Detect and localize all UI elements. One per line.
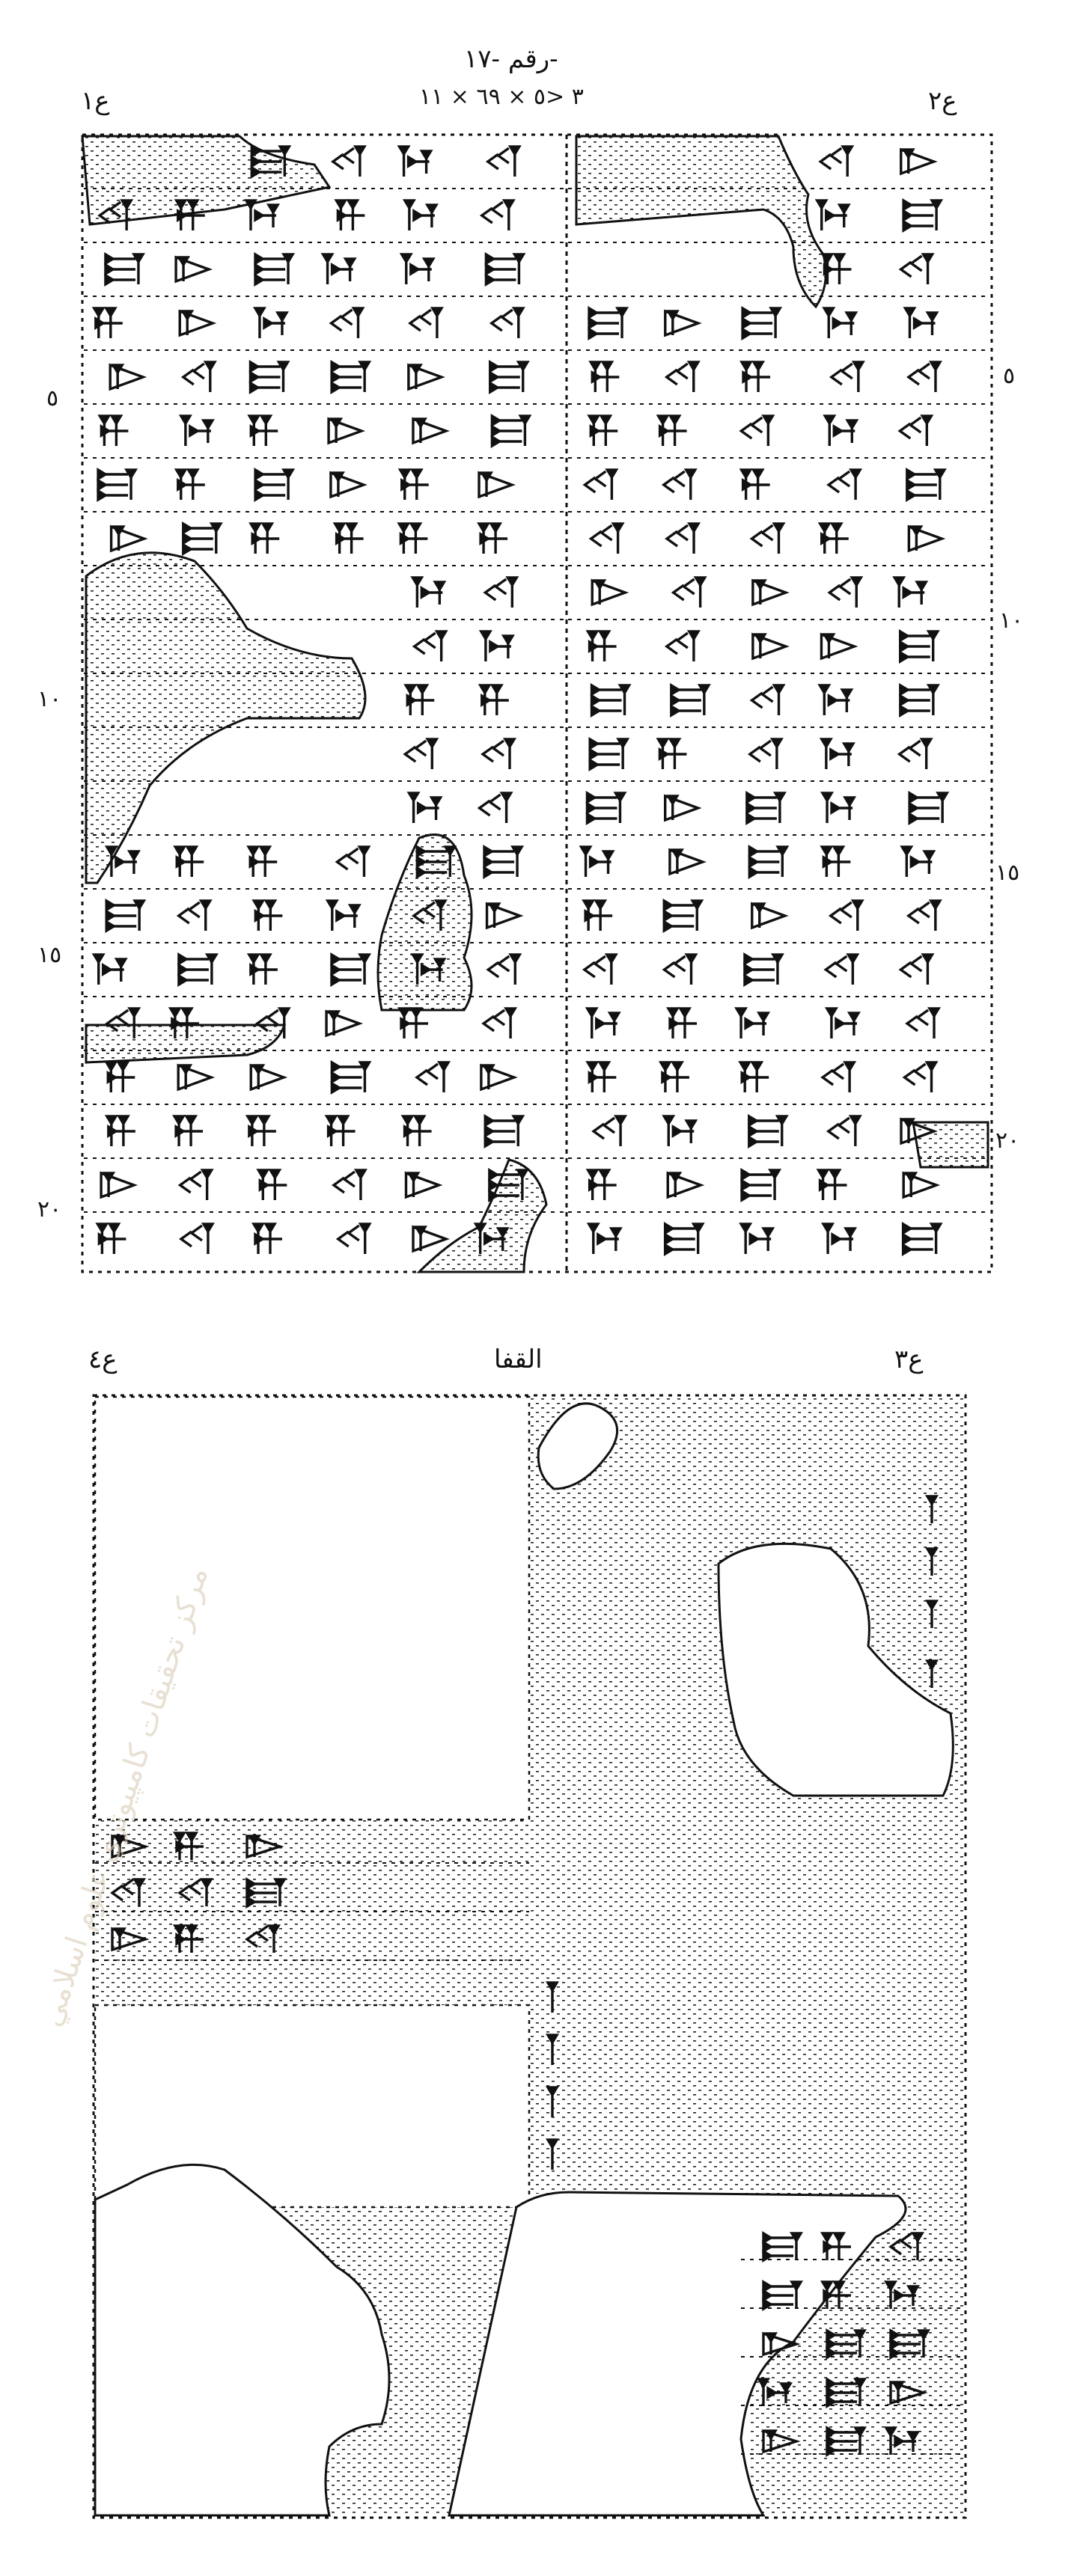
reverse-column-left-label: ع٤	[88, 1344, 118, 1374]
reverse-blank-areas	[94, 1395, 531, 2209]
line-number: ١٥	[995, 860, 1020, 886]
line-number: ١٠	[999, 608, 1024, 634]
obverse-damage	[81, 135, 989, 1273]
reverse-column-right-label: ع٣	[894, 1344, 924, 1374]
reverse-break-outlines	[94, 1402, 954, 2517]
reverse-cuneiform-signs	[110, 1495, 939, 2458]
tablet-dimensions: ٣ <٥ × ٦٩ × ١١	[419, 84, 584, 110]
line-number: ٢٠	[37, 1196, 62, 1223]
obverse-column-left-label: ع١	[81, 86, 110, 116]
obverse-column-right-label: ع٢	[928, 86, 957, 116]
obverse-ruled-lines	[84, 188, 990, 1213]
line-number: ١٥	[37, 942, 62, 968]
obverse-tablet	[81, 133, 993, 1273]
obverse-cuneiform-signs	[91, 144, 950, 1257]
line-number: ١٠	[37, 686, 62, 712]
tablet-number-header: رقم -١٧-	[464, 44, 558, 74]
reverse-ruled-lines	[95, 1862, 963, 2455]
line-number: ٥	[46, 385, 59, 412]
line-number: ٢٠	[995, 1128, 1020, 1154]
reverse-title: القفا	[494, 1344, 543, 1374]
line-number: ٥	[1003, 363, 1016, 389]
